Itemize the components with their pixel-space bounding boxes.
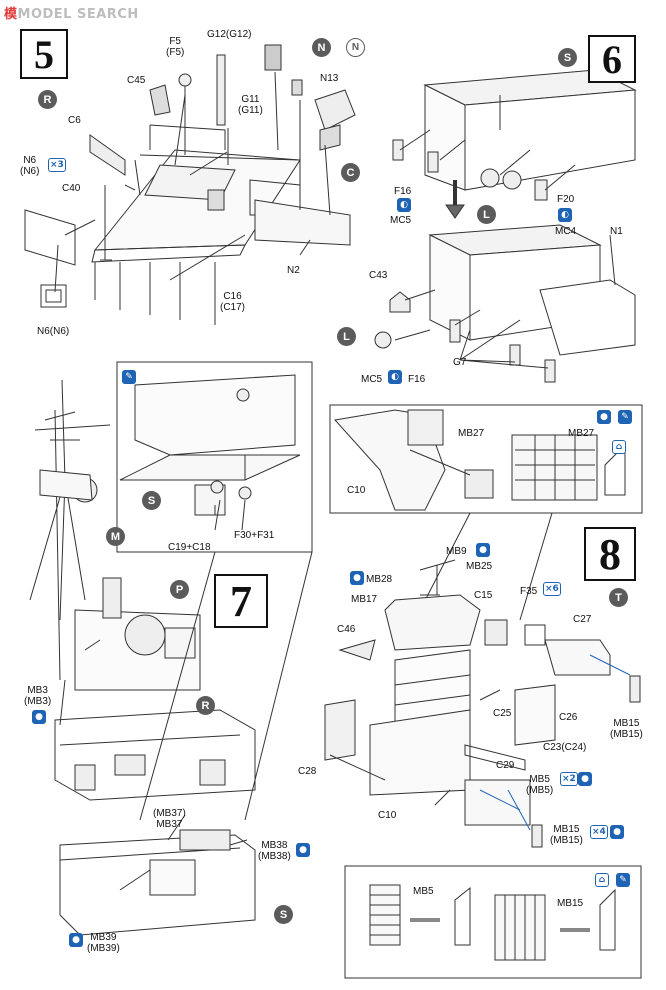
badge-m-step7: M <box>106 527 125 546</box>
label-f5: F5(F5) <box>166 36 185 58</box>
label-f20: F20 <box>557 194 575 205</box>
label-f30-f31: F30+F31 <box>234 530 275 541</box>
glue-drop-icon-mb3: ● <box>32 710 46 724</box>
label-c29: C29 <box>496 760 515 771</box>
label-c46: C46 <box>337 624 356 635</box>
label-mb3: MB3(MB3) <box>24 685 52 707</box>
badge-n-outline-step5: N <box>346 38 365 57</box>
badge-l-step6-upper: L <box>477 205 496 224</box>
label-mb5-inset: MB5 <box>413 886 434 897</box>
step-number-7: 7 <box>214 574 268 628</box>
step8-funnel-drawing <box>324 559 641 848</box>
badge-r-step5: R <box>38 90 57 109</box>
badge-n-step5: N <box>312 38 331 57</box>
label-c43: C43 <box>369 270 388 281</box>
glue-drop-icon-mb9: ● <box>476 543 490 557</box>
step-number-5: 5 <box>20 29 68 79</box>
label-g7: G7 <box>453 357 467 368</box>
glue-drop-icon-mb27: ● <box>597 410 611 424</box>
label-g12: G12(G12) <box>207 29 252 40</box>
label-f16-bottom: F16 <box>408 374 426 385</box>
watermark: 模MODEL SEARCH <box>4 7 139 22</box>
glue-drop-icon-mb38: ● <box>296 843 310 857</box>
label-c27: C27 <box>573 614 592 625</box>
badge-r-step7: R <box>196 696 215 715</box>
quantity-x2-icon: ×2 <box>560 772 578 786</box>
label-n6-top: N6(N6) <box>20 155 40 177</box>
badge-s-step7-bottom: S <box>274 905 293 924</box>
label-mb17: MB17 <box>351 594 378 605</box>
label-n6-bottom: N6(N6) <box>37 326 70 337</box>
label-mb15-inset: MB15 <box>557 898 584 909</box>
glue-drop-icon-mb15: ● <box>610 825 624 839</box>
badge-l-step6-lower: L <box>337 327 356 346</box>
glue-drop-icon-mb39: ● <box>69 933 83 947</box>
label-mb25: MB25 <box>466 561 493 572</box>
mc5-decal-icon-lower: ◐ <box>388 370 402 384</box>
quantity-x3-icon: ×3 <box>48 158 66 172</box>
badge-p-step7: P <box>170 580 189 599</box>
label-f16-top: F16 <box>394 186 412 197</box>
paint-brush-icon-bottom: ✎ <box>616 873 630 887</box>
label-mb5: MB5(MB5) <box>526 774 554 796</box>
label-mb15-right: MB15(MB15) <box>610 718 643 740</box>
label-mb37: (MB37)MB37 <box>153 808 186 830</box>
fold-up-icon-mb27: ⌂ <box>612 440 626 454</box>
label-c10-main: C10 <box>378 810 397 821</box>
badge-t-step8: T <box>609 588 628 607</box>
label-mc5-top: MC5 <box>390 215 412 226</box>
label-mb38: MB38(MB38) <box>258 840 291 862</box>
label-c6: C6 <box>68 115 81 126</box>
label-c28: C28 <box>298 766 317 777</box>
label-mb27-right: MB27 <box>568 428 595 439</box>
label-c25: C25 <box>493 708 512 719</box>
glue-drop-icon-mb5: ● <box>578 772 592 786</box>
step-number-6: 6 <box>588 35 636 83</box>
quantity-x6-icon: ×6 <box>543 582 561 596</box>
label-c15: C15 <box>474 590 493 601</box>
label-g11: G11(G11) <box>238 94 263 116</box>
label-c16: C16(C17) <box>220 291 246 313</box>
label-mc5-bottom: MC5 <box>361 374 383 385</box>
label-n2: N2 <box>287 265 300 276</box>
label-n13: N13 <box>320 73 339 84</box>
bottom-inset-drawing <box>369 884 616 961</box>
mc4-decal-icon: ◐ <box>558 208 572 222</box>
step6-drawing <box>374 69 637 383</box>
label-c45: C45 <box>127 75 146 86</box>
badge-c-step5: C <box>341 163 360 182</box>
mc5-decal-icon: ◐ <box>397 198 411 212</box>
badge-s-step6: S <box>558 48 577 67</box>
label-mb39: MB39(MB39) <box>87 932 120 954</box>
label-mb9: MB9 <box>446 546 467 557</box>
label-mc4: MC4 <box>555 226 577 237</box>
label-mb27-left: MB27 <box>458 428 485 439</box>
step-number-8: 8 <box>584 527 636 581</box>
glue-drop-icon-mb28: ● <box>350 571 364 585</box>
paint-brush-icon-mb27: ✎ <box>618 410 632 424</box>
label-c40: C40 <box>62 183 81 194</box>
label-n1: N1 <box>610 226 623 237</box>
badge-s-step7-inset: S <box>142 491 161 510</box>
paint-brush-icon-step7: ✎ <box>122 370 136 384</box>
step7-inset-drawing <box>119 374 301 531</box>
label-c19-c18: C19+C18 <box>168 542 211 553</box>
label-c26: C26 <box>559 712 578 723</box>
label-c23-c24: C23(C24) <box>543 742 587 753</box>
label-mb28: MB28 <box>366 574 393 585</box>
label-c10-inset: C10 <box>347 485 366 496</box>
fold-up-icon-bottom: ⌂ <box>595 873 609 887</box>
quantity-x4-icon: ×4 <box>590 825 608 839</box>
label-mb15-mid: MB15(MB15) <box>550 824 583 846</box>
label-f35: F35 <box>520 586 538 597</box>
step5-platform-drawing <box>24 44 356 325</box>
